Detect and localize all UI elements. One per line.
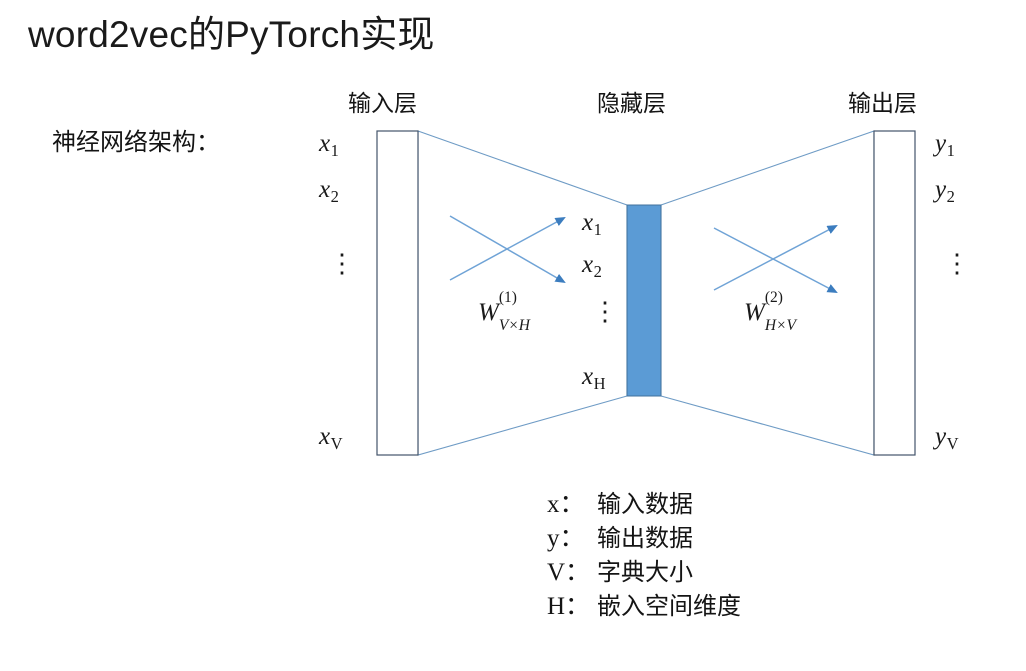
hidden-node-h-subscript: H bbox=[593, 373, 606, 393]
hidden-layer-heading: 隐藏层 bbox=[597, 90, 666, 116]
hidden-ellipsis-icon: ⋮ bbox=[592, 297, 618, 326]
output-layer-heading: 输出层 bbox=[848, 90, 917, 116]
input-node-1-base: x bbox=[319, 130, 331, 157]
weight-matrix-1-subscript: V×H bbox=[498, 317, 530, 335]
legend-row: V： 字典大小 bbox=[547, 552, 741, 586]
output-ellipsis-icon: ⋮ bbox=[944, 249, 970, 278]
weight-matrix-1-label: W(1) V×H bbox=[478, 289, 530, 334]
hidden-node-h-base: x bbox=[582, 363, 594, 390]
architecture-caption: 神经网络架构： bbox=[52, 129, 220, 156]
output-node-v-subscript: V bbox=[946, 433, 959, 453]
legend: x： 输入数据 y： 输出数据 V： 字典大小 H： 嵌入空间维度 bbox=[547, 484, 741, 620]
weight-matrix-2-subscript: H×V bbox=[764, 317, 796, 335]
hidden-node-1-subscript: 1 bbox=[593, 219, 602, 239]
input-node-2-subscript: 2 bbox=[330, 186, 339, 206]
input-node-v-base: x bbox=[319, 423, 331, 450]
legend-row: y： 输出数据 bbox=[547, 518, 741, 552]
output-node-label-1: y1 bbox=[935, 130, 955, 161]
output-node-2-subscript: 2 bbox=[946, 186, 955, 206]
hidden-node-2-subscript: 2 bbox=[593, 261, 602, 281]
hidden-node-2-base: x bbox=[582, 251, 594, 278]
legend-value: 嵌入空间维度 bbox=[597, 593, 741, 620]
weight1-arrow-down bbox=[449, 215, 566, 284]
weight1-arrow-up bbox=[449, 216, 566, 281]
legend-value: 输出数据 bbox=[597, 525, 693, 552]
legend-key: x： bbox=[547, 491, 585, 518]
hidden-node-label-2: x2 bbox=[582, 251, 602, 282]
page-title: word2vec的PyTorch实现 bbox=[28, 14, 435, 55]
weight2-arrow-up bbox=[713, 225, 838, 291]
output-node-1-subscript: 1 bbox=[946, 140, 955, 160]
input-node-2-base: x bbox=[319, 176, 331, 203]
output-layer-rect bbox=[873, 130, 916, 456]
legend-row: H： 嵌入空间维度 bbox=[547, 586, 741, 620]
legend-key: H： bbox=[547, 593, 591, 620]
weight-matrix-2-label: W(2) H×V bbox=[744, 289, 796, 334]
legend-row: x： 输入数据 bbox=[547, 484, 741, 518]
input-node-1-subscript: 1 bbox=[330, 140, 339, 160]
output-node-1-base: y bbox=[935, 130, 947, 157]
legend-key: V： bbox=[547, 559, 591, 586]
input-layer-rect bbox=[376, 130, 419, 456]
input-to-hidden-trapezoid bbox=[417, 130, 628, 456]
input-node-label-1: x1 bbox=[319, 130, 339, 161]
weight-matrix-1-superscript: (1) bbox=[498, 289, 517, 307]
input-node-label-2: x2 bbox=[319, 176, 339, 207]
hidden-node-label-h: xH bbox=[582, 363, 606, 394]
legend-value: 字典大小 bbox=[597, 559, 693, 586]
legend-value: 输入数据 bbox=[597, 491, 693, 518]
hidden-layer-rect bbox=[626, 204, 662, 397]
output-node-2-base: y bbox=[935, 176, 947, 203]
legend-key: y： bbox=[547, 525, 585, 552]
input-ellipsis-icon: ⋮ bbox=[329, 249, 355, 278]
output-node-v-base: y bbox=[935, 423, 947, 450]
input-node-v-subscript: V bbox=[330, 433, 343, 453]
hidden-node-label-1: x1 bbox=[582, 209, 602, 240]
weight-matrix-1-base: W bbox=[478, 299, 499, 326]
output-node-label-2: y2 bbox=[935, 176, 955, 207]
weight-matrix-2-base: W bbox=[744, 299, 765, 326]
input-layer-heading: 输入层 bbox=[348, 90, 417, 116]
input-node-label-v: xV bbox=[319, 423, 343, 454]
hidden-node-1-base: x bbox=[582, 209, 594, 236]
weight-matrix-2-superscript: (2) bbox=[764, 289, 783, 307]
output-node-label-v: yV bbox=[935, 423, 959, 454]
weight2-arrow-down bbox=[713, 227, 838, 293]
